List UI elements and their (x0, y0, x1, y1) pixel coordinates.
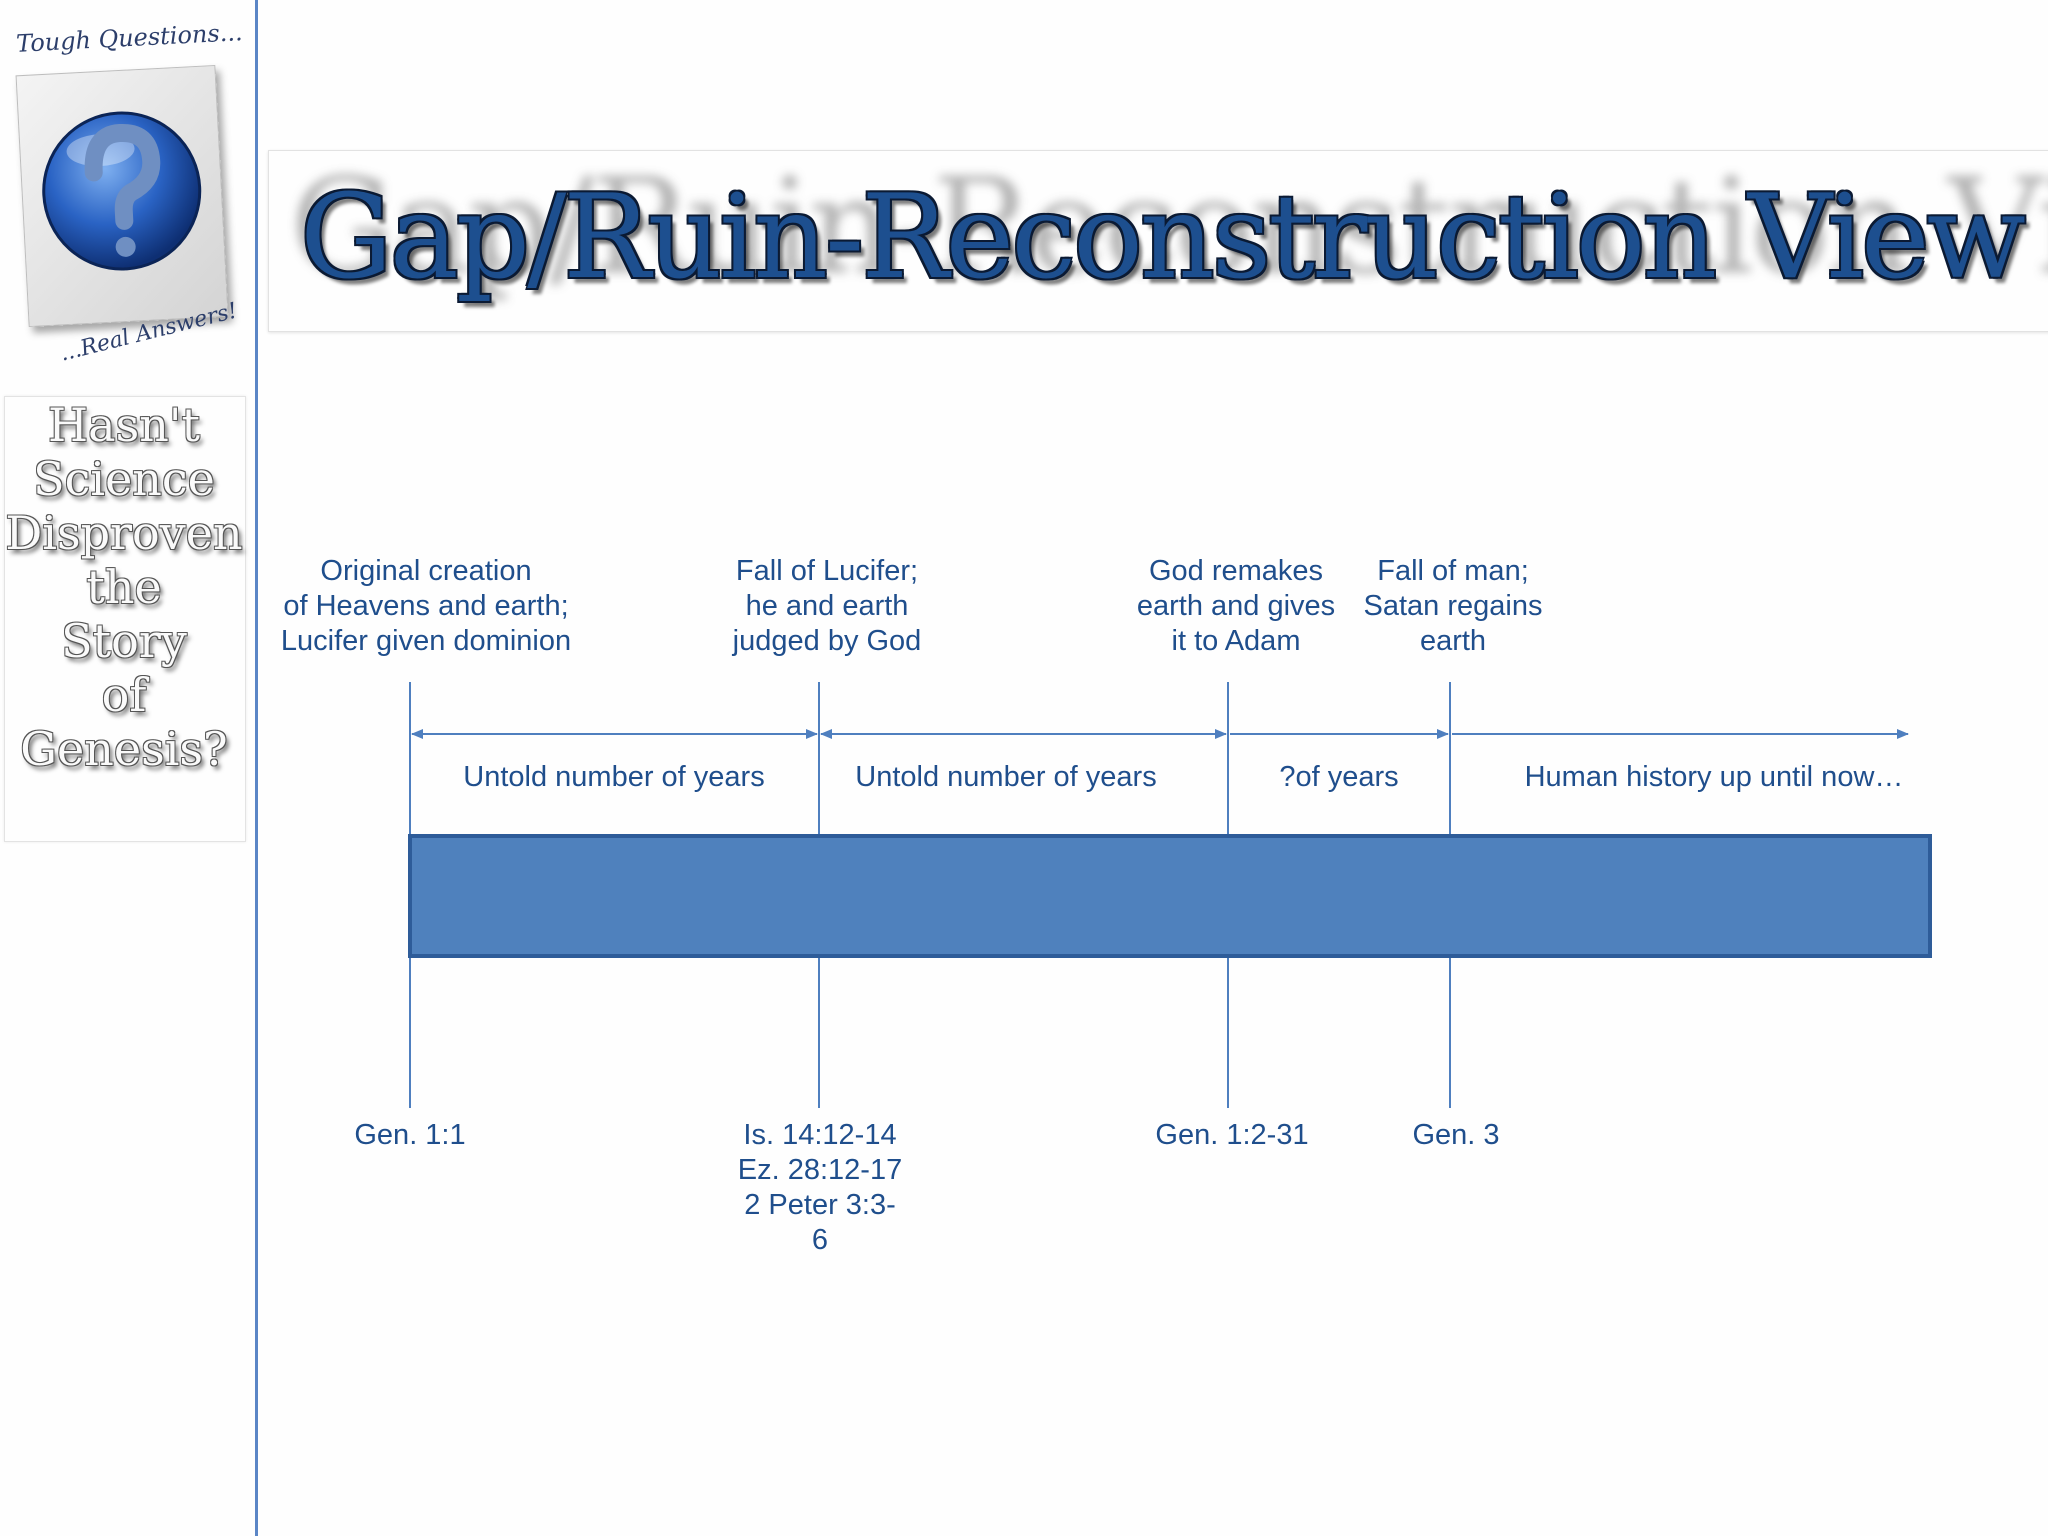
reference-label-isaiah-ezekiel-peter: Is. 14:12-14 Ez. 28:12-17 2 Peter 3:3- 6 (737, 1119, 903, 1256)
question-line: the (86, 560, 162, 614)
question-panel (4, 396, 246, 842)
question-line: Story (61, 614, 187, 668)
period-label: Human history up until now… (1524, 761, 1904, 793)
reference-label-gen-3: Gen. 3 (1412, 1119, 1500, 1151)
question-mark-icon (42, 111, 202, 271)
event-label-god-remakes-earth: God remakes earth and gives it to Adam (1136, 555, 1336, 657)
question-line: Genesis? (20, 722, 228, 776)
timeline-bar (408, 834, 1932, 958)
title-panel (268, 150, 2048, 332)
question-line: Hasn't (48, 398, 200, 452)
sidebar: Tough Questions... ...Rea (0, 0, 255, 1536)
question-line: Science (33, 452, 215, 506)
period-label: Untold number of years (463, 761, 765, 793)
question-text: Hasn't Science Disproven the Story of Ge… (0, 398, 248, 776)
question-line: Disproven (5, 506, 243, 560)
event-label-original-creation: Original creation of Heavens and earth; … (280, 555, 572, 657)
page-title: Gap/Ruin-Reconstruction View (300, 170, 2026, 305)
reference-label-gen-1-2-31: Gen. 1:2-31 (1155, 1119, 1309, 1151)
logo-tile (15, 64, 229, 328)
question-line: of (101, 668, 147, 722)
period-label: ?of years (1279, 761, 1399, 793)
period-label: Untold number of years (855, 761, 1157, 793)
title-shadow: Gap/Ruin-Reconstruction View (290, 150, 2048, 304)
logo: Tough Questions... ...Rea (8, 18, 244, 367)
reference-label-gen-1-1: Gen. 1:1 (354, 1119, 466, 1151)
sidebar-divider (255, 0, 258, 1536)
event-label-fall-of-man: Fall of man; Satan regains earth (1363, 555, 1543, 657)
event-label-fall-of-lucifer: Fall of Lucifer; he and earth judged by … (732, 555, 922, 657)
timeline-lines (409, 682, 1909, 1108)
